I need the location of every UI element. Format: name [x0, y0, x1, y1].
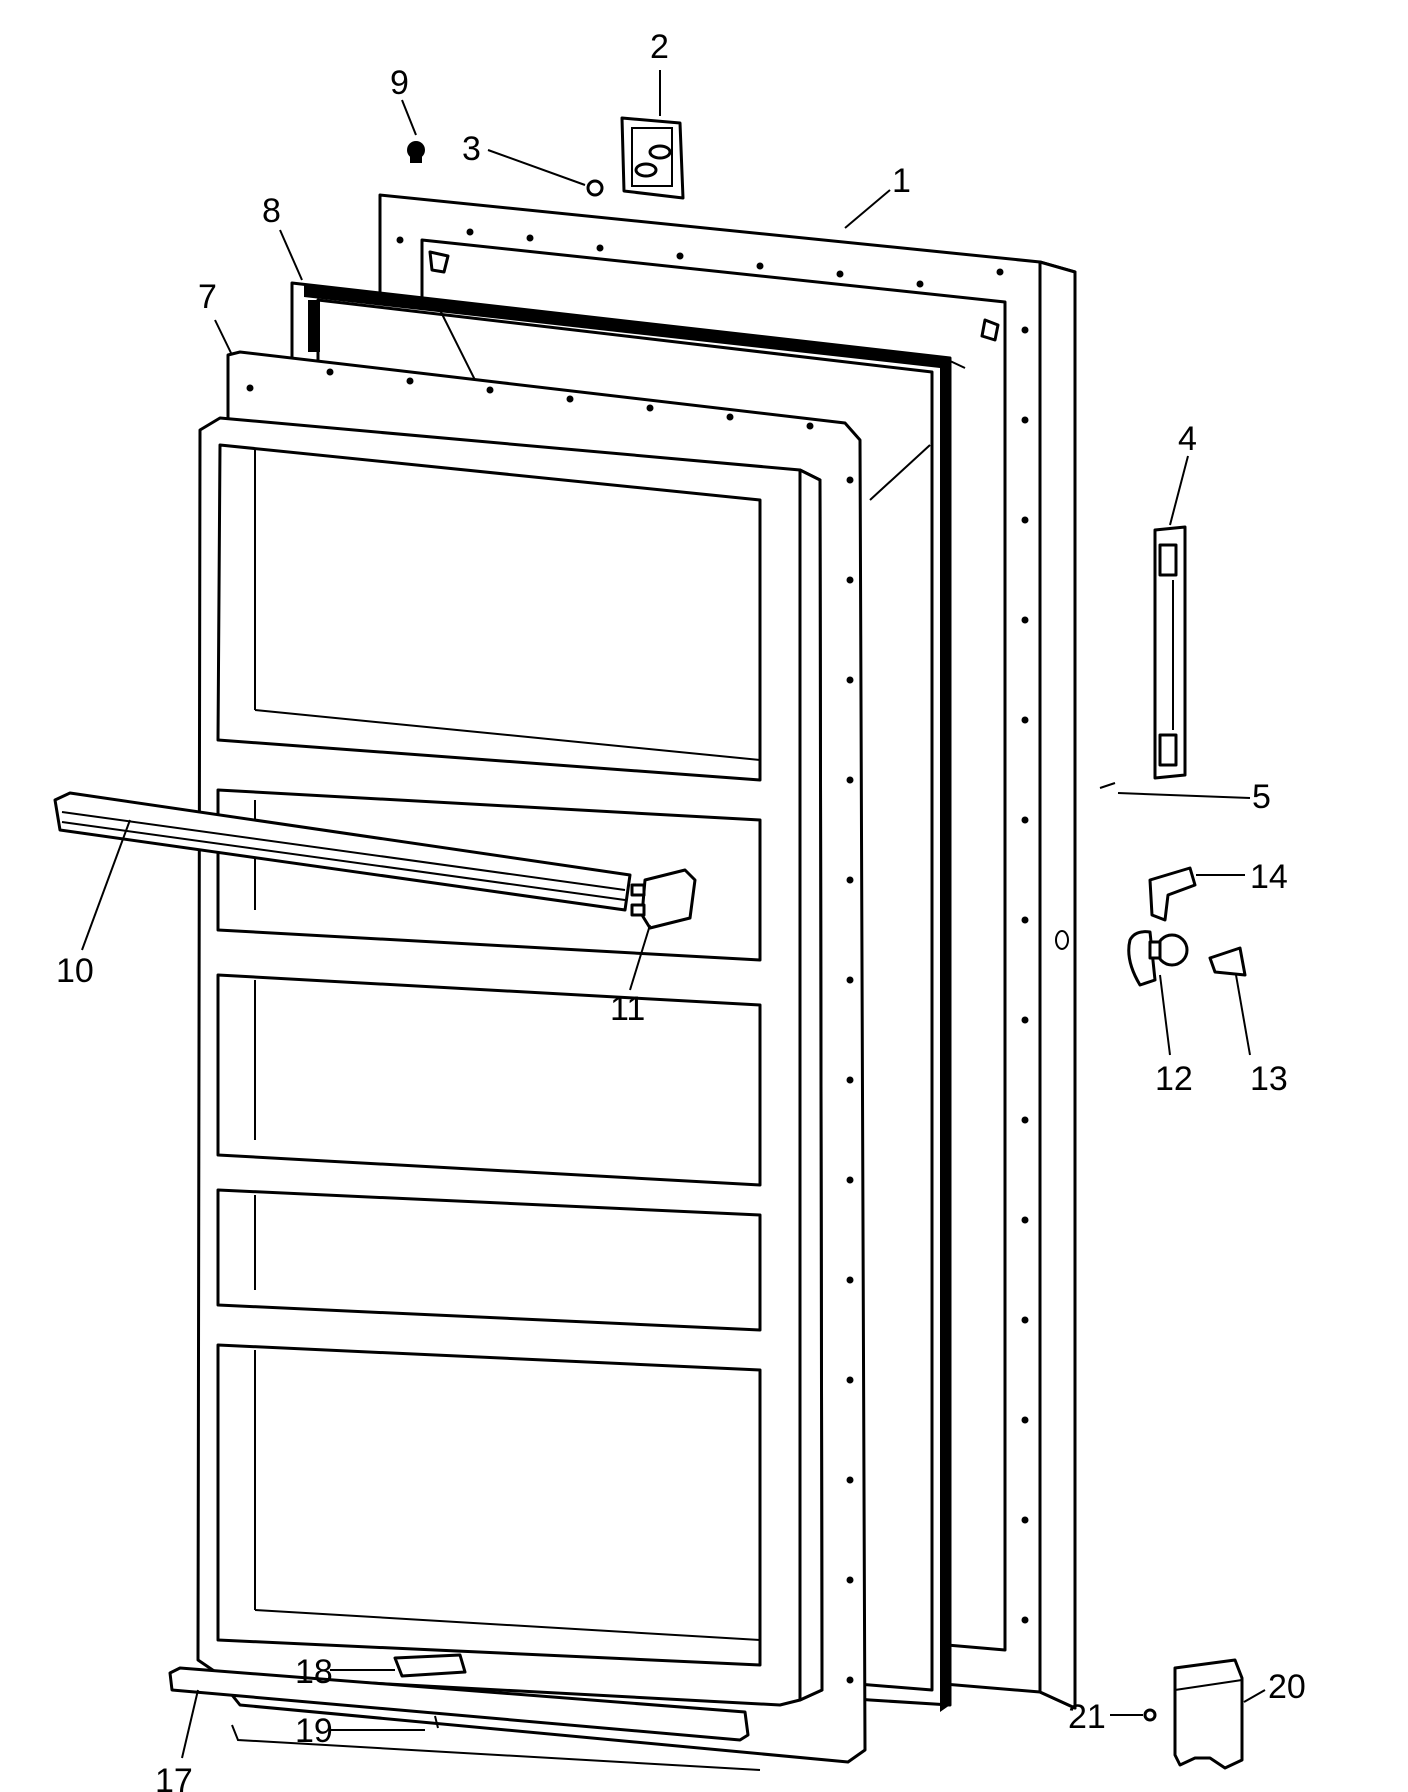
pin-19 — [434, 1715, 439, 1729]
callout-12: 12 — [1155, 1060, 1193, 1098]
callout-labels: 1 2 3 4 5 7 8 9 10 11 12 13 14 17 18 19 … — [56, 28, 1306, 1792]
callout-17: 17 — [155, 1762, 193, 1792]
screw-3 — [586, 179, 604, 197]
callout-14: 14 — [1250, 858, 1288, 896]
callout-21: 21 — [1068, 1698, 1106, 1736]
callout-20: 20 — [1268, 1668, 1306, 1706]
screw-5 — [1099, 782, 1116, 789]
door-liner-tub — [196, 416, 824, 1771]
wedge-block — [1208, 946, 1247, 977]
callout-3: 3 — [462, 130, 481, 168]
cover-cap — [1173, 1658, 1244, 1770]
screw-21 — [1143, 1708, 1157, 1722]
hinge-bracket — [1153, 525, 1187, 780]
callout-18: 18 — [295, 1653, 333, 1691]
callout-4: 4 — [1178, 420, 1197, 458]
callout-19: 19 — [295, 1712, 333, 1750]
door-shelf-rail — [53, 791, 632, 912]
hinge-plate — [393, 1653, 467, 1678]
callout-5: 5 — [1252, 778, 1271, 816]
callout-7: 7 — [198, 278, 217, 316]
callout-8: 8 — [262, 192, 281, 230]
bottom-trim-strip — [168, 1666, 750, 1742]
callout-11: 11 — [610, 990, 645, 1028]
callout-10: 10 — [56, 952, 94, 990]
callout-13: 13 — [1250, 1060, 1288, 1098]
callout-1: 1 — [892, 162, 911, 200]
plug-button — [407, 141, 425, 163]
leader-lines — [81, 70, 1266, 1759]
latch-plate — [620, 116, 685, 200]
rail-end-cap — [630, 868, 697, 930]
latch-knob — [1127, 930, 1189, 987]
callout-9: 9 — [390, 64, 409, 102]
callout-2: 2 — [650, 28, 669, 66]
strike-clip — [1148, 866, 1197, 922]
